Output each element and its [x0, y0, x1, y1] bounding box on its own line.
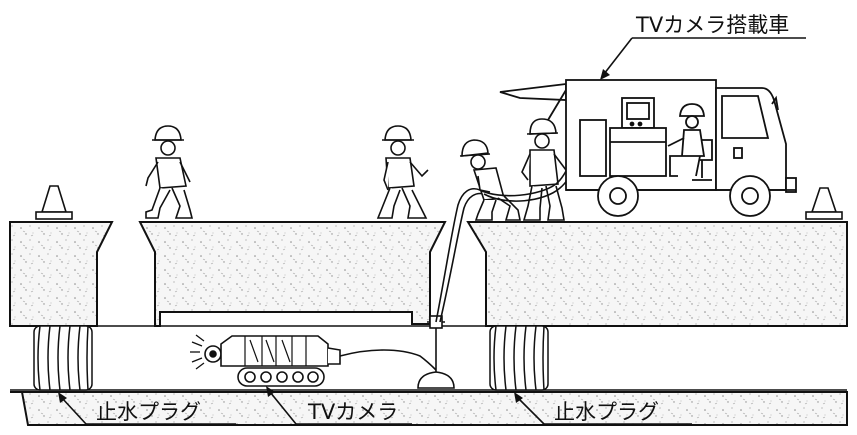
- plug-left-label: 止水プラグ: [96, 400, 201, 424]
- plug-right-label-group: 止水プラグ: [514, 392, 692, 425]
- worker-walking-2: [376, 125, 429, 219]
- vehicle-label-group: TVカメラ搭載車: [600, 13, 806, 80]
- soil-block-middle: [138, 221, 447, 327]
- stop-plug-right: [489, 325, 549, 391]
- vehicle-label: TVカメラ搭載車: [635, 13, 789, 37]
- winch-cable: [435, 188, 481, 323]
- camera-label: TVカメラ: [307, 400, 398, 424]
- soil-block-right: [466, 221, 848, 327]
- camera-cable: [339, 349, 437, 371]
- worker-cable-2: [521, 118, 573, 221]
- traffic-cone-right: [805, 187, 843, 220]
- camera-label-group: TVカメラ: [266, 386, 412, 425]
- plug-right-label: 止水プラグ: [554, 400, 659, 424]
- pulley-stand: [417, 315, 455, 389]
- stop-plug-left: [33, 325, 93, 391]
- worker-cable-1: [459, 139, 521, 221]
- worker-walking-1: [145, 125, 194, 219]
- tv-camera-robot: [190, 334, 341, 387]
- tv-camera-vehicle: [499, 79, 797, 217]
- ground-upper: [9, 221, 848, 327]
- traffic-cone-left: [35, 185, 73, 220]
- plug-left-label-group: 止水プラグ: [58, 392, 236, 425]
